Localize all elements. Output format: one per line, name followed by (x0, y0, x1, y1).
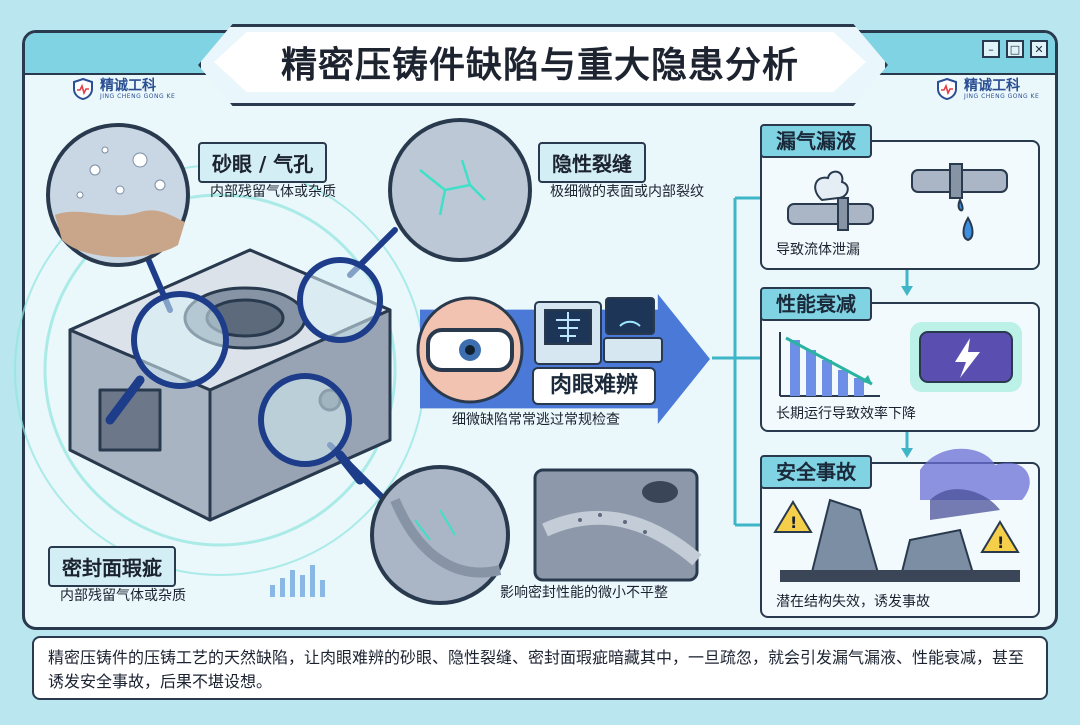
accident-icon (780, 448, 1030, 582)
engine-warning-icon (910, 322, 1022, 392)
consequence-title-accident: 安全事故 (760, 455, 872, 489)
window-controls: – □ ✕ (982, 40, 1048, 58)
declining-chart-icon (779, 332, 880, 397)
logo-sub: JING CHENG GONG KE (100, 92, 176, 100)
logo-name: 精诚工科 (100, 77, 156, 94)
ultrasound-monitor-icon (603, 297, 663, 363)
maximize-icon[interactable]: □ (1006, 40, 1024, 58)
consequence-desc-leak: 导致流体泄漏 (776, 242, 860, 258)
crack-lens (388, 118, 532, 262)
signal-bars-icon (270, 565, 325, 597)
leaking-pipe-icon (787, 170, 874, 231)
summary-text: 精密压铸件的压铸工艺的天然缺陷，让肉眼难辨的砂眼、隐性裂缝、密封面瑕疵暗藏其中，… (48, 648, 1025, 691)
defect-label-crack: 隐性裂缝 (538, 142, 646, 183)
logo-sub: JING CHENG GONG KE (964, 92, 1040, 100)
svg-text:!: ! (997, 533, 1004, 552)
title-banner: 精密压铸件缺陷与重大隐患分析 (214, 32, 866, 92)
consequence-desc-accident: 潜在结构失效，诱发事故 (776, 594, 930, 610)
sand-hole-lens (46, 123, 190, 267)
consequence-title-performance: 性能衰减 (760, 287, 872, 321)
svg-text:!: ! (790, 513, 797, 532)
defect-label-sand-hole: 砂眼 / 气孔 (198, 142, 328, 183)
detection-desc: 细微缺陷常常逃过常规检查 (452, 412, 620, 428)
logo-left: 精诚工科 JING CHENG GONG KE (72, 78, 175, 100)
defect-desc-sealing: 内部残留气体或杂质 (60, 588, 186, 604)
close-icon[interactable]: ✕ (1030, 40, 1048, 58)
detection-label: 肉眼难辨 (532, 367, 656, 405)
magnifier-handles (105, 375, 365, 485)
shield-logo-icon (73, 78, 93, 100)
shield-logo-icon (937, 78, 957, 100)
magnifier-icon (131, 257, 383, 467)
consequence-desc-performance: 长期运行导致效率下降 (776, 406, 916, 422)
sealing-surface-lens (370, 465, 510, 605)
sealing-effect-desc: 影响密封性能的微小不平整 (500, 585, 668, 601)
minimize-icon[interactable]: – (982, 40, 1000, 58)
sealing-closeup-panel (533, 468, 702, 582)
summary-box: 精密压铸件的压铸工艺的天然缺陷，让肉眼难辨的砂眼、隐性裂缝、密封面瑕疵暗藏其中，… (32, 636, 1048, 700)
page-title: 精密压铸件缺陷与重大隐患分析 (280, 45, 799, 86)
logo-right: 精诚工科 JING CHENG GONG KE (936, 78, 1039, 100)
dripping-pipe-icon (911, 163, 1008, 242)
defect-desc-crack: 极细微的表面或内部裂纹 (550, 184, 704, 200)
xray-machine-icon (534, 301, 602, 365)
eye-icon (416, 296, 524, 404)
warning-triangle-icon: ! ! (773, 500, 1020, 553)
consequence-title-leak: 漏气漏液 (760, 124, 872, 158)
defect-desc-sand-hole: 内部残留气体或杂质 (210, 184, 336, 200)
defect-label-sealing: 密封面瑕疵 (48, 546, 176, 587)
logo-name: 精诚工科 (964, 77, 1020, 94)
